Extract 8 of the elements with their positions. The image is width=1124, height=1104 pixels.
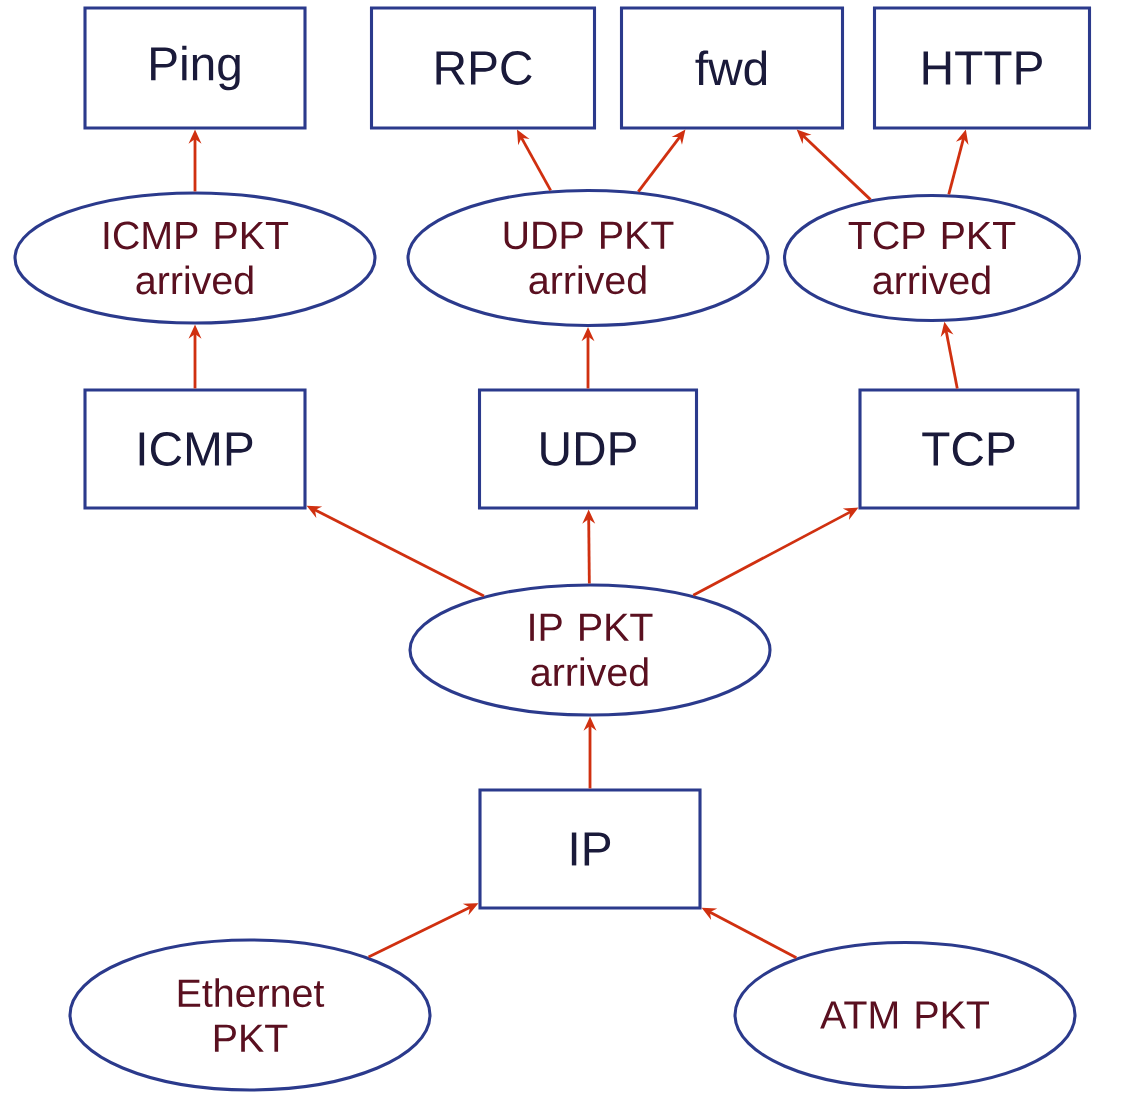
process-box: TCP [858, 388, 1080, 510]
process-box: HTTP [872, 6, 1092, 130]
process-box: RPC [369, 6, 597, 130]
process-box: fwd [619, 6, 845, 130]
process-box: ICMP [83, 388, 307, 510]
process-box: Ping [83, 6, 307, 130]
process-box: UDP [477, 388, 699, 510]
process-box: IP [478, 788, 702, 910]
